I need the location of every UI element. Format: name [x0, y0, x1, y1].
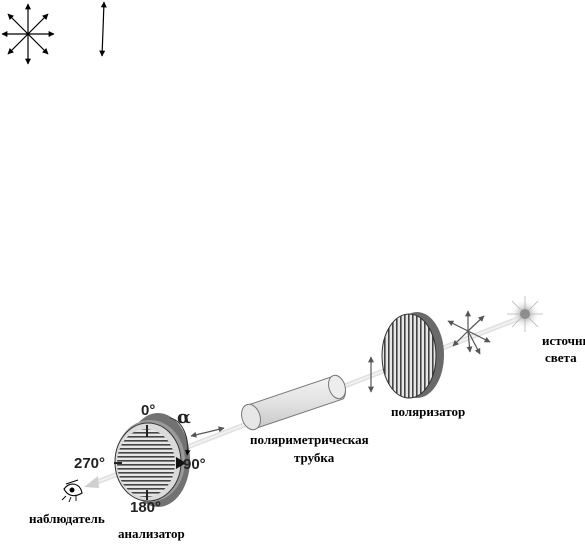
- light-source-icon: [507, 296, 543, 332]
- analyzer-disk: [114, 413, 190, 507]
- angle-alpha-label: α: [177, 407, 191, 428]
- rotated-polarization-arrow: [190, 426, 225, 438]
- dial-90-label: 90°: [183, 456, 206, 473]
- polarizer-disk: [381, 312, 444, 399]
- unpolarized-light-arrows: [447, 310, 491, 355]
- polarimetric-tube: [241, 374, 346, 431]
- unpolarized-light-icon: [1, 3, 55, 65]
- dial-270-label: 270°: [74, 455, 106, 472]
- source-label: источник: [542, 333, 585, 348]
- tube-label-line2: трубка: [294, 450, 335, 465]
- source-label-line2: света: [545, 350, 577, 365]
- polarizer-label: поляризатор: [391, 404, 466, 419]
- dial-180-label: 180°: [130, 499, 162, 516]
- polarized-light-icon: [99, 1, 107, 57]
- rotation-angle-arc: [169, 417, 191, 456]
- dial-0-label: 0°: [141, 402, 156, 419]
- observer-label: наблюдатель: [29, 511, 105, 526]
- tube-label: поляриметрическая: [250, 432, 369, 447]
- analyzer-label: анализатор: [118, 526, 185, 541]
- observer-eye-icon: [61, 479, 83, 503]
